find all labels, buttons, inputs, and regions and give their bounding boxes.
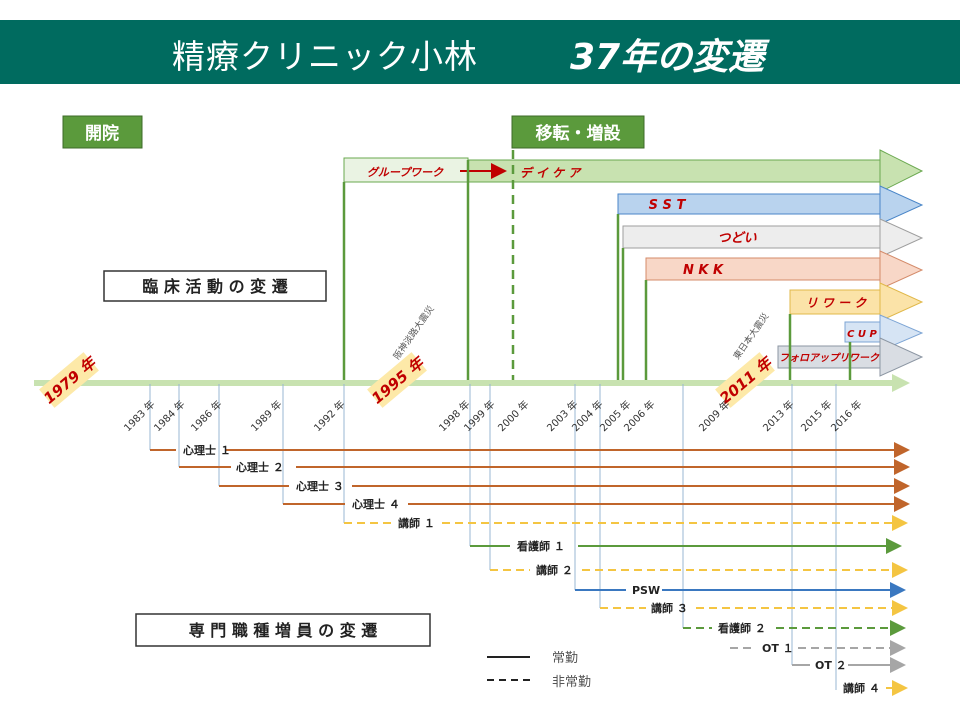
event-hanshin: 阪神淡路大震災 [391, 303, 437, 362]
staff-section-box [135, 613, 431, 647]
header-bar [0, 20, 960, 84]
relocation-badge [511, 115, 645, 149]
nkk-arrowhead [879, 250, 924, 290]
psw-label: PSW [632, 584, 660, 597]
sst-arrowhead [879, 185, 924, 225]
program-start-lines [342, 150, 852, 383]
nurse1-label: 看護師 １ [517, 539, 565, 553]
daycare-arrowhead [879, 149, 924, 193]
followup-arrowhead [879, 337, 924, 377]
lecturer3-label: 講師 ３ [651, 601, 688, 615]
rework-label: リ ワ ー ク [806, 296, 868, 310]
legend: 常勤 非常勤 [487, 651, 591, 690]
staff-labels: 心理士 １ 心理士 ２ 心理士 ３ 心理士 ４ 講師 １ 看護師 １ 講師 ２ … [183, 443, 880, 695]
opening-badge-label: 開院 [85, 123, 119, 144]
followup-label: フォロアップリワーク [779, 352, 880, 364]
psych1-label: 心理士 １ [183, 443, 231, 457]
staff-section-title: 専 門 職 種 増 員 の 変 遷 [189, 621, 378, 640]
rework-bar [789, 289, 881, 315]
rework-arrowhead [879, 282, 924, 322]
svg-text:2009 年: 2009 年 [696, 398, 733, 435]
relocation-badge-label: 移転・増設 [536, 123, 622, 144]
psych3-label: 心理士 ３ [296, 479, 344, 493]
opening-badge [62, 115, 143, 149]
main-timeline-arrowhead [892, 374, 910, 392]
sst-label: S S T [649, 198, 687, 213]
nkk-bar [645, 257, 881, 281]
svg-text:1989 年: 1989 年 [248, 398, 285, 435]
psych2-label: 心理士 ２ [236, 460, 284, 474]
svg-text:1983 年: 1983 年 [121, 398, 158, 435]
page-title: 精療クリニック小林 [172, 37, 478, 76]
year-labels: 1983 年 1984 年 1986 年 1989 年 1992 年 1998 … [121, 398, 865, 435]
cup-arrowhead [879, 314, 924, 352]
page-subtitle: 37年の変遷 [570, 37, 765, 78]
staff-lines [150, 442, 910, 696]
svg-text:2013 年: 2013 年 [760, 398, 797, 435]
tsudoi-arrowhead [879, 218, 924, 258]
psych4-label: 心理士 ４ [352, 497, 400, 511]
tsudoi-label: つどい [717, 231, 757, 246]
nurse2-label: 看護師 ２ [718, 621, 766, 635]
legend-fulltime: 常勤 [552, 651, 578, 666]
ot1-label: OT １ [762, 642, 794, 655]
cup-label: C U P [847, 329, 877, 340]
svg-text:2016 年: 2016 年 [828, 398, 865, 435]
svg-text:1992 年: 1992 年 [311, 398, 348, 435]
event-higashi: 東日本大震災 [731, 311, 772, 362]
lecturer1-label: 講師 １ [398, 516, 435, 530]
nkk-label: N K K [683, 263, 724, 278]
lecturer2-label: 講師 ２ [536, 563, 573, 577]
svg-text:1984 年: 1984 年 [151, 398, 188, 435]
groupwork-bar [343, 157, 469, 183]
clinical-section-box [103, 270, 327, 302]
clinical-section-title: 臨 床 活 動 の 変 遷 [142, 277, 287, 296]
groupwork-label: グループワーク [367, 166, 444, 179]
lecturer4-label: 講師 ４ [843, 681, 880, 695]
legend-parttime: 非常勤 [552, 675, 591, 690]
svg-text:2000 年: 2000 年 [495, 398, 532, 435]
ot2-label: OT ２ [815, 659, 847, 672]
svg-text:2015 年: 2015 年 [798, 398, 835, 435]
year-ticks [149, 384, 837, 690]
program-bars [343, 149, 924, 377]
daycare-label: デ イ ケ ア [520, 166, 583, 180]
